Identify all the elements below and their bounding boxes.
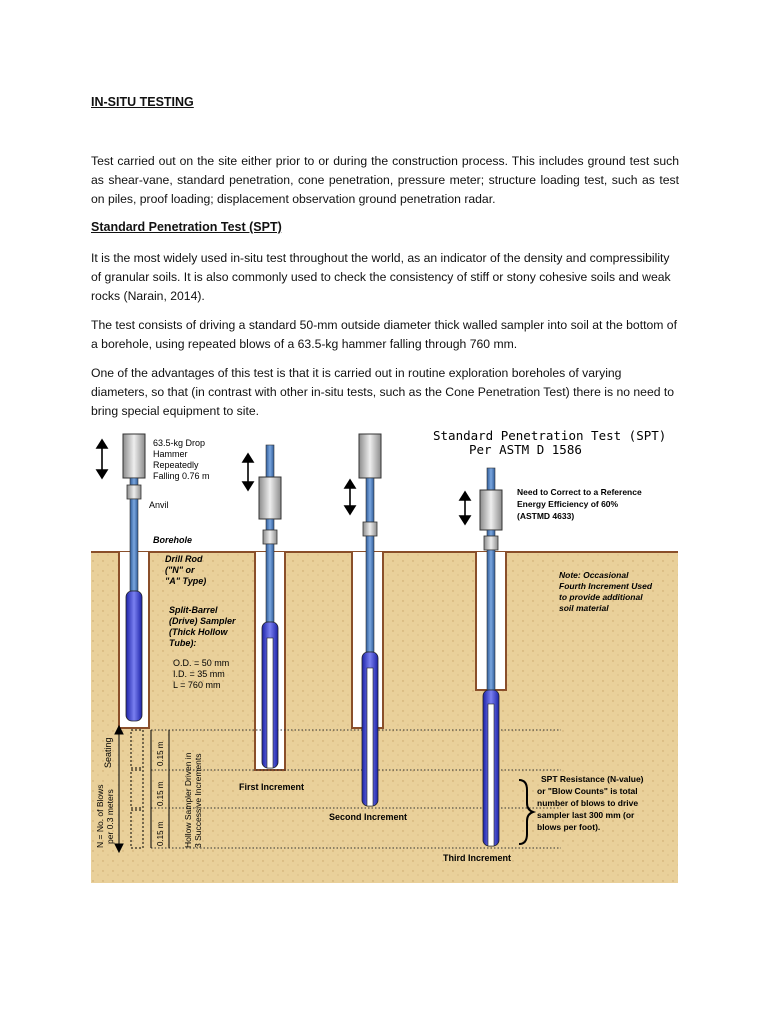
hammer-label: 63.5-kg Drop Hammer Repeatedly Falling 0… [153,438,210,481]
svg-text:or "Blow Counts" is total: or "Blow Counts" is total [537,786,638,796]
svg-text:Repeatedly: Repeatedly [153,460,199,470]
svg-text:63.5-kg Drop: 63.5-kg Drop [153,438,205,448]
energy-note: Need to Correct to a Reference Energy Ef… [517,487,642,521]
spt-paragraph-1: It is the most widely used in-situ test … [91,251,671,303]
sampler-dimensions: O.D. = 50 mm I.D. = 35 mm L = 760 mm [173,658,229,690]
sampler-label: Split-Barrel (Drive) Sampler (Thick Holl… [169,605,236,648]
spt-subheading: Standard Penetration Test (SPT) [91,220,282,234]
increment-size-2: 0.15 m [156,781,165,806]
increment-size-1: 0.15 m [156,741,165,766]
soil-ground [91,552,678,883]
svg-text:(Thick Hollow: (Thick Hollow [169,627,228,637]
svg-text:Fourth Increment Used: Fourth Increment Used [559,581,653,591]
svg-text:(Drive) Sampler: (Drive) Sampler [169,616,236,626]
svg-text:soil material: soil material [559,603,609,613]
spt-resistance-note: SPT Resistance (N-value) or "Blow Counts… [537,774,644,832]
second-increment-label: Second Increment [329,812,407,822]
increment-size-3: 0.15 m [156,821,165,846]
svg-text:L = 760 mm: L = 760 mm [173,680,220,690]
svg-text:Need to Correct to a Reference: Need to Correct to a Reference [517,487,642,497]
spt-string-4 [479,467,503,847]
svg-text:Falling 0.76 m: Falling 0.76 m [153,471,210,481]
intro-paragraph: Test carried out on the site either prio… [91,154,679,206]
svg-text:Energy Efficiency of 60%: Energy Efficiency of 60% [517,499,619,509]
svg-text:(ASTMD 4633): (ASTMD 4633) [517,511,574,521]
svg-text:O.D. = 50 mm: O.D. = 50 mm [173,658,229,668]
borehole-label: Borehole [153,535,192,545]
svg-text:to provide additional: to provide additional [559,592,643,602]
svg-text:SPT Resistance (N-value): SPT Resistance (N-value) [541,774,644,784]
drop-arrows [95,438,472,526]
blows-label-1: N = No. of Blows [95,784,105,848]
third-increment-label: Third Increment [443,853,511,863]
svg-text:"A" Type): "A" Type) [165,576,206,586]
hollow-label-1: Hollow Sampler Driven in [183,752,193,848]
increment-scale [114,724,170,854]
blows-label-2: per 0.3 meters [105,789,115,844]
figure-title-line2: Per ASTM D 1586 [469,442,582,457]
svg-text:blows per foot).: blows per foot). [537,822,600,832]
svg-text:Drill Rod: Drill Rod [165,554,203,564]
spt-paragraph-3: One of the advantages of this test is th… [91,366,675,418]
spt-string-1 [122,433,146,722]
svg-text:Note: Occasional: Note: Occasional [559,570,629,580]
anvil-label: Anvil [149,500,169,510]
spt-string-3 [358,433,382,807]
svg-text:number of blows to drive: number of blows to drive [537,798,638,808]
svg-text:("N" or: ("N" or [165,565,195,575]
svg-text:Split-Barrel: Split-Barrel [169,605,218,615]
svg-text:I.D. = 35 mm: I.D. = 35 mm [173,669,225,679]
svg-text:Hammer: Hammer [153,449,188,459]
spt-string-2 [258,444,282,769]
seating-label: Seating [103,737,113,768]
first-increment-label: First Increment [239,782,304,792]
section-heading: IN-SITU TESTING [91,95,194,109]
fourth-increment-note: Note: Occasional Fourth Increment Used t… [559,570,653,613]
spt-paragraph-2: The test consists of driving a standard … [91,318,677,351]
spt-diagram: Standard Penetration Test (SPT) Per ASTM… [91,428,678,883]
hollow-label-2: 3 Successive Increments [193,754,203,848]
drill-rod-label: Drill Rod ("N" or "A" Type) [165,554,206,586]
spt-brace [518,779,537,845]
figure-title-line1: Standard Penetration Test (SPT) [433,428,666,443]
svg-text:Tube):: Tube): [169,638,196,648]
svg-text:sampler last 300 mm (or: sampler last 300 mm (or [537,810,635,820]
